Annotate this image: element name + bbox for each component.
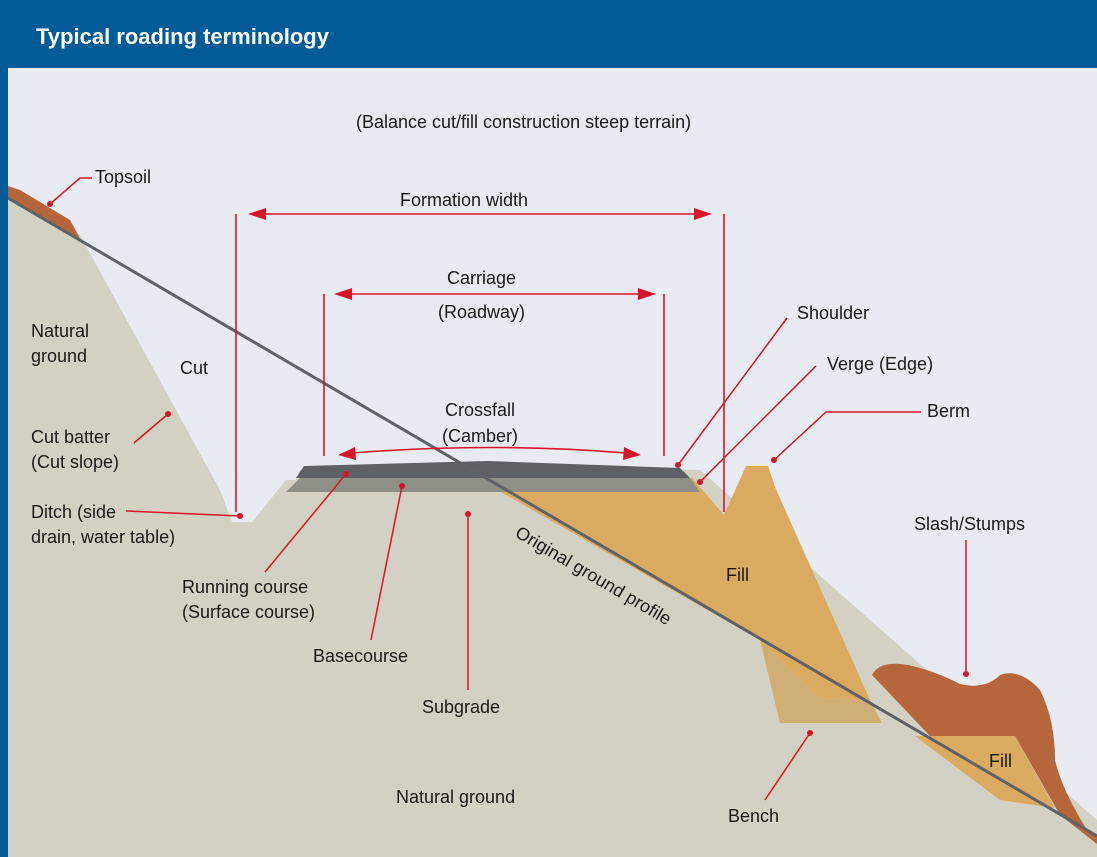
carriage-arrow-right: [638, 288, 656, 300]
dot-cut-batter: [165, 411, 171, 417]
label-formation-width: Formation width: [400, 190, 528, 210]
label-running-course-line2: (Surface course): [182, 602, 315, 622]
label-running-course-line1: Running course: [182, 577, 308, 597]
leader-running-course: [264, 473, 347, 573]
crossfall-arrow-left: [338, 447, 356, 460]
label-roadway: (Roadway): [438, 302, 525, 322]
label-carriage: Carriage: [447, 268, 516, 288]
label-ditch-line2: drain, water table): [31, 527, 175, 547]
leader-berm: [773, 411, 921, 461]
topsoil-layer: [8, 186, 80, 238]
basecourse-layer: [286, 478, 700, 492]
label-topsoil: Topsoil: [95, 167, 151, 187]
dot-shoulder: [675, 462, 681, 468]
carriage-arrow-left: [334, 288, 352, 300]
crossfall-arrow-right: [623, 447, 641, 460]
leader-verge: [699, 365, 817, 483]
label-berm: Berm: [927, 401, 970, 421]
title-bar: Typical roading terminology: [0, 0, 1097, 68]
figure-title: Typical roading terminology: [36, 24, 329, 49]
crossfall-dimension-line: [351, 446, 627, 454]
dot-basecourse: [399, 483, 405, 489]
dot-slash-stumps: [963, 671, 969, 677]
label-natural-ground-top-line2: ground: [31, 346, 87, 366]
label-basecourse: Basecourse: [313, 646, 408, 666]
label-camber: (Camber): [442, 426, 518, 446]
dot-topsoil: [47, 201, 53, 207]
label-cut: Cut: [180, 358, 208, 378]
bench-fill: [760, 640, 882, 723]
running-course-layer: [296, 461, 690, 478]
dot-verge: [697, 479, 703, 485]
formation-width-arrow-right: [694, 208, 712, 220]
dot-berm: [771, 457, 777, 463]
diagram-subtitle: (Balance cut/fill construction steep ter…: [356, 112, 691, 132]
label-slash-stumps: Slash/Stumps: [914, 514, 1025, 534]
leader-shoulder: [677, 317, 788, 466]
label-cut-batter-line2: (Cut slope): [31, 452, 119, 472]
label-natural-ground-top-line1: Natural: [31, 321, 89, 341]
slash-stumps-pile: [872, 663, 1097, 844]
label-verge: Verge (Edge): [827, 354, 933, 374]
leader-basecourse: [370, 485, 403, 641]
dot-bench: [807, 730, 813, 736]
label-subgrade: Subgrade: [422, 697, 500, 717]
label-crossfall: Crossfall: [445, 400, 515, 420]
label-cut-batter-line1: Cut batter: [31, 427, 110, 447]
formation-width-arrow-left: [248, 208, 266, 220]
label-natural-ground-bottom: Natural ground: [396, 787, 515, 807]
dot-running-course: [343, 471, 349, 477]
leader-ditch: [125, 510, 241, 517]
dot-subgrade: [465, 511, 471, 517]
label-shoulder: Shoulder: [797, 303, 869, 323]
label-bench: Bench: [728, 806, 779, 826]
leader-bench: [764, 732, 811, 801]
label-fill-main: Fill: [726, 565, 749, 585]
label-ditch-line1: Ditch (side: [31, 502, 116, 522]
label-fill-lower: Fill: [989, 751, 1012, 771]
fill-embankment: [480, 466, 870, 700]
leader-cut-batter: [133, 413, 169, 444]
leader-topsoil: [49, 177, 92, 205]
original-ground-profile-line: [8, 196, 1097, 838]
dot-ditch: [237, 513, 243, 519]
